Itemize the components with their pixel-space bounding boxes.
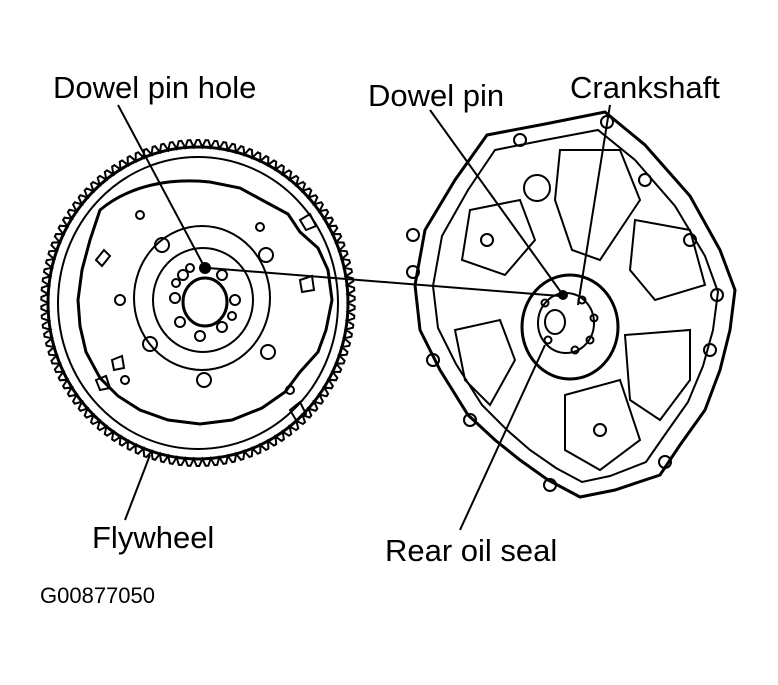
block-cutouts xyxy=(453,149,707,472)
flywheel-outer-ring xyxy=(46,145,350,461)
label-dowel-pin-hole: Dowel pin hole xyxy=(53,70,257,105)
label-rear-oil-seal: Rear oil seal xyxy=(385,533,558,568)
leader-flywheel xyxy=(124,454,151,521)
block-bolt-holes xyxy=(406,115,724,492)
leader-rear-oil-seal xyxy=(459,344,546,531)
flywheel-hub-ring xyxy=(133,225,271,371)
alignment-line xyxy=(207,267,561,297)
figure-code: G00877050 xyxy=(40,583,155,608)
flywheel-bolt-holes xyxy=(169,263,241,342)
block-inner-contour xyxy=(431,128,720,484)
ring-gear-teeth xyxy=(40,139,356,467)
flywheel-plate-contour xyxy=(76,179,334,426)
block-outline xyxy=(413,110,737,499)
flywheel-plate-slots xyxy=(94,212,318,422)
crankshaft-flange xyxy=(520,273,620,381)
label-flywheel: Flywheel xyxy=(92,520,215,555)
label-dowel-pin: Dowel pin xyxy=(368,78,505,113)
leader-crankshaft xyxy=(577,104,611,306)
flywheel-center-bore xyxy=(181,276,229,328)
engine-block-rear-drawing xyxy=(406,110,737,499)
crankshaft-pilot-bore xyxy=(544,309,566,335)
label-crankshaft: Crankshaft xyxy=(570,70,720,105)
ring-gear-tooth-profile xyxy=(40,139,356,467)
leader-lines xyxy=(117,104,611,531)
flywheel-drawing xyxy=(40,139,356,467)
flywheel-inner-ring xyxy=(57,156,339,450)
crankshaft-bolt-holes xyxy=(540,295,599,355)
leader-dowel-pin xyxy=(429,109,564,296)
leader-dowel-pin-hole xyxy=(117,104,206,269)
flywheel-center-ring xyxy=(152,247,254,353)
flywheel-outer-holes xyxy=(114,210,295,395)
